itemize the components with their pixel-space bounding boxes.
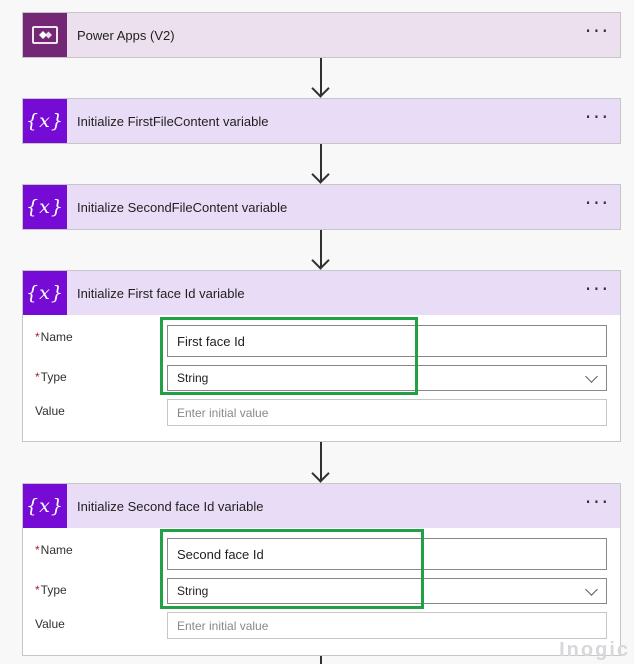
flow-step-initialize-firstfilecontent[interactable]: {x} Initialize FirstFileContent variable… bbox=[22, 98, 621, 144]
step-header[interactable]: {x} Initialize SecondFileContent variabl… bbox=[23, 185, 620, 229]
flow-step-power-apps[interactable]: Power Apps (V2) ··· bbox=[22, 12, 621, 58]
required-marker: * bbox=[35, 583, 40, 597]
required-marker: * bbox=[35, 543, 40, 557]
name-input[interactable]: Second face Id bbox=[167, 538, 607, 570]
flow-step-initialize-first-face-id[interactable]: {x} Initialize First face Id variable ··… bbox=[22, 270, 621, 442]
step-header[interactable]: {x} Initialize First face Id variable ··… bbox=[23, 271, 620, 315]
more-options-icon[interactable]: ··· bbox=[584, 19, 610, 43]
variable-icon: {x} bbox=[23, 271, 67, 315]
flow-step-initialize-second-face-id[interactable]: {x} Initialize Second face Id variable ·… bbox=[22, 483, 621, 656]
value-label: Value bbox=[35, 617, 65, 631]
type-label: *Type bbox=[35, 370, 67, 384]
more-options-icon[interactable]: ··· bbox=[584, 490, 610, 514]
name-input[interactable]: First face Id bbox=[167, 325, 607, 357]
value-label: Value bbox=[35, 404, 65, 418]
flow-connector-arrow bbox=[311, 230, 331, 270]
more-options-icon[interactable]: ··· bbox=[584, 191, 610, 215]
power-apps-icon bbox=[23, 13, 67, 57]
value-input[interactable]: Enter initial value bbox=[167, 399, 607, 426]
name-label: *Name bbox=[35, 330, 73, 344]
name-label: *Name bbox=[35, 543, 73, 557]
step-title: Initialize FirstFileContent variable bbox=[77, 113, 269, 129]
required-marker: * bbox=[35, 330, 40, 344]
flow-step-initialize-secondfilecontent[interactable]: {x} Initialize SecondFileContent variabl… bbox=[22, 184, 621, 230]
variable-icon: {x} bbox=[23, 484, 67, 528]
more-options-icon[interactable]: ··· bbox=[584, 105, 610, 129]
step-header[interactable]: {x} Initialize FirstFileContent variable… bbox=[23, 99, 620, 143]
step-title: Initialize SecondFileContent variable bbox=[77, 199, 288, 215]
chevron-down-icon[interactable] bbox=[585, 370, 598, 383]
required-marker: * bbox=[35, 370, 40, 384]
step-title: Initialize Second face Id variable bbox=[77, 498, 264, 514]
more-options-icon[interactable]: ··· bbox=[584, 277, 610, 301]
step-header[interactable]: Power Apps (V2) ··· bbox=[23, 13, 620, 57]
flow-connector-arrow bbox=[311, 442, 331, 483]
chevron-down-icon[interactable] bbox=[585, 583, 598, 596]
flow-connector-arrow bbox=[311, 656, 331, 664]
watermark-logo: Inogic bbox=[559, 639, 630, 661]
flow-connector-arrow bbox=[311, 58, 331, 98]
type-label: *Type bbox=[35, 583, 67, 597]
type-select[interactable]: String bbox=[167, 365, 607, 391]
step-title: Power Apps (V2) bbox=[77, 27, 175, 43]
variable-icon: {x} bbox=[23, 185, 67, 229]
step-header[interactable]: {x} Initialize Second face Id variable ·… bbox=[23, 484, 620, 528]
variable-icon: {x} bbox=[23, 99, 67, 143]
step-title: Initialize First face Id variable bbox=[77, 285, 245, 301]
value-input[interactable]: Enter initial value bbox=[167, 612, 607, 639]
type-select[interactable]: String bbox=[167, 578, 607, 604]
flow-connector-arrow bbox=[311, 144, 331, 184]
